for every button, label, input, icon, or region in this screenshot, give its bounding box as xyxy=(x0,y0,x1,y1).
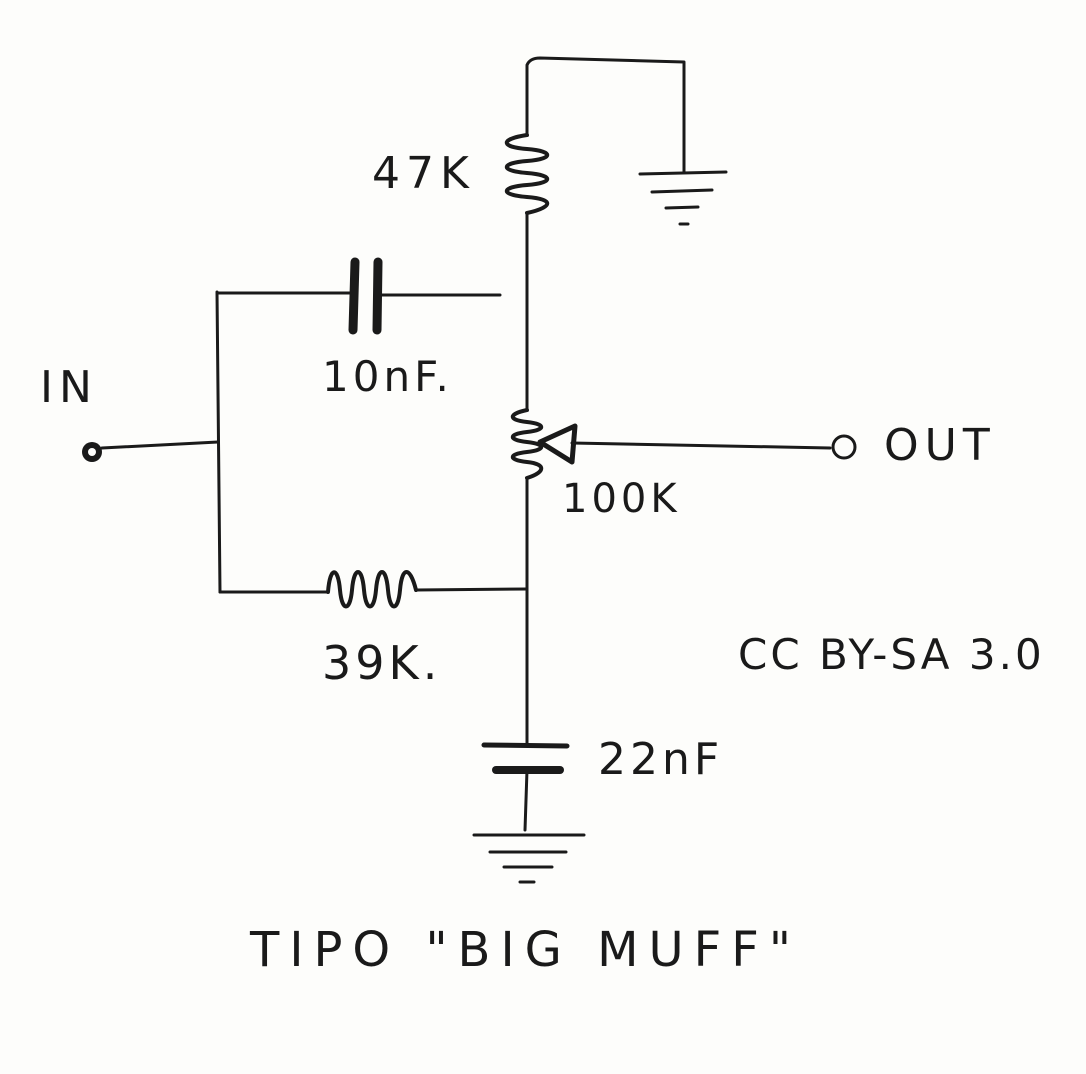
capacitor-10nf-plate-a xyxy=(348,257,360,335)
label-potentiometer-100k: 100K xyxy=(562,476,681,522)
resistor-39k xyxy=(326,570,418,609)
cap-ground-wire xyxy=(523,768,529,832)
label-input: IN xyxy=(40,362,98,413)
res-bottom-wire-right xyxy=(414,587,529,592)
output-terminal xyxy=(831,434,857,460)
pot-wiper-arrow xyxy=(537,423,578,465)
resistor-47k xyxy=(504,133,550,215)
potentiometer-100k xyxy=(510,408,544,480)
ground-symbol-bottom xyxy=(472,833,586,884)
top-wire xyxy=(525,56,686,174)
capacitor-10nf-plate-b xyxy=(372,257,383,335)
label-resistor-47k: 47K xyxy=(372,148,475,199)
output-wire xyxy=(570,441,832,450)
label-license: CC BY-SA 3.0 xyxy=(738,630,1045,679)
label-resistor-39k: 39K. xyxy=(322,636,442,690)
label-output: OUT xyxy=(884,420,996,471)
diagram-title: TIPO "BIG MUFF" xyxy=(250,922,801,978)
capacitor-22nf-plate-a xyxy=(481,742,570,749)
label-capacitor-22nf: 22nF xyxy=(598,734,724,785)
ground-symbol-top xyxy=(638,170,728,226)
label-capacitor-10nf: 10nF. xyxy=(322,352,453,401)
input-wire xyxy=(100,440,220,450)
